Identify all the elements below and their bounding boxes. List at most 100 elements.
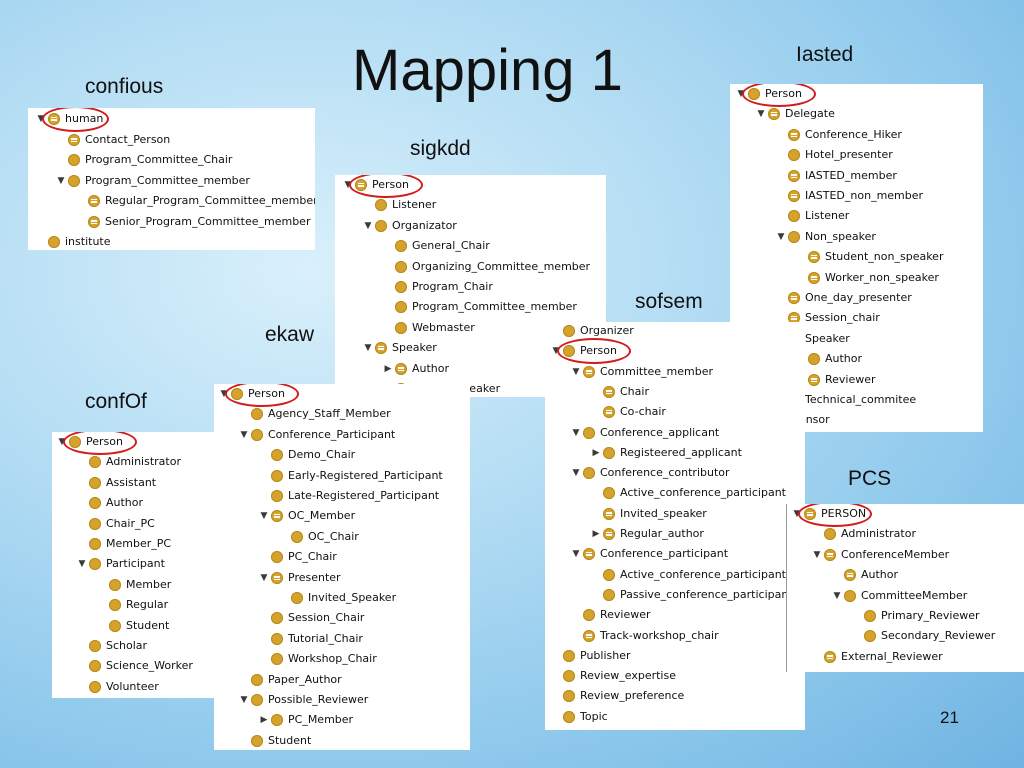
expanded-triangle-icon[interactable]: ▼ bbox=[364, 343, 372, 354]
tree-node[interactable]: Workshop_Chair bbox=[257, 650, 377, 668]
tree-node[interactable]: ▼Person bbox=[55, 433, 123, 451]
tree-node[interactable]: Chair bbox=[589, 383, 649, 401]
tree-node[interactable]: ▼Possible_Reviewer bbox=[237, 691, 368, 709]
tree-node[interactable]: ▼Conference_applicant bbox=[569, 424, 719, 442]
tree-node[interactable]: Hotel_presenter bbox=[774, 146, 893, 164]
expanded-triangle-icon[interactable]: ▼ bbox=[57, 175, 65, 186]
expanded-triangle-icon[interactable]: ▼ bbox=[240, 695, 248, 705]
tree-node[interactable]: Author bbox=[75, 494, 143, 512]
tree-node[interactable]: Administrator bbox=[810, 525, 916, 543]
tree-node[interactable]: Listener bbox=[361, 196, 436, 214]
expanded-triangle-icon[interactable]: ▼ bbox=[777, 231, 785, 242]
tree-node[interactable]: Worker_non_speaker bbox=[794, 269, 939, 287]
tree-node[interactable]: Tutorial_Chair bbox=[257, 630, 363, 648]
tree-node[interactable]: ▼CommitteeMember bbox=[830, 587, 967, 605]
collapsed-triangle-icon[interactable]: ▶ bbox=[592, 447, 600, 458]
tree-node[interactable]: General_Chair bbox=[381, 237, 490, 255]
tree-node[interactable]: Author bbox=[830, 566, 898, 584]
tree-node[interactable]: Scholar bbox=[75, 637, 147, 655]
tree-node[interactable]: ▼Presenter bbox=[257, 569, 341, 587]
tree-node[interactable]: Organizer bbox=[549, 322, 634, 340]
tree-node[interactable]: Passive_conference_participant bbox=[589, 586, 793, 604]
expanded-triangle-icon[interactable]: ▼ bbox=[833, 590, 841, 601]
tree-node[interactable]: Student_non_speaker bbox=[794, 248, 943, 266]
expanded-triangle-icon[interactable]: ▼ bbox=[240, 429, 248, 440]
expanded-triangle-icon[interactable]: ▼ bbox=[793, 509, 801, 519]
tree-node[interactable]: Review_preference bbox=[549, 687, 684, 705]
collapsed-triangle-icon[interactable]: ▶ bbox=[260, 715, 268, 726]
tree-node[interactable]: Regular bbox=[95, 596, 168, 614]
tree-node[interactable]: Reviewer bbox=[569, 606, 651, 624]
expanded-triangle-icon[interactable]: ▼ bbox=[757, 109, 765, 120]
tree-node[interactable]: Member bbox=[95, 576, 171, 594]
tree-node[interactable]: institute bbox=[34, 233, 111, 250]
tree-node[interactable]: ▼Conference_Participant bbox=[237, 426, 395, 444]
tree-node[interactable]: Review_expertise bbox=[549, 667, 676, 685]
tree-node[interactable]: External_Reviewer bbox=[810, 648, 943, 666]
tree-node[interactable]: ▶Regular_author bbox=[589, 525, 704, 543]
collapsed-triangle-icon[interactable]: ▶ bbox=[384, 363, 392, 374]
tree-node[interactable]: OC_Chair bbox=[277, 528, 359, 546]
tree-node[interactable]: Agency_Staff_Member bbox=[237, 405, 391, 423]
tree-node[interactable]: ▼human bbox=[34, 110, 103, 128]
tree-node[interactable]: One_day_presenter bbox=[774, 289, 912, 307]
expanded-triangle-icon[interactable]: ▼ bbox=[37, 114, 45, 124]
expanded-triangle-icon[interactable]: ▼ bbox=[572, 427, 580, 438]
tree-node[interactable]: Administrator bbox=[75, 453, 181, 471]
tree-node[interactable]: ▼ConferenceMember bbox=[810, 546, 949, 564]
tree-node[interactable]: Program_Committee_member bbox=[381, 298, 577, 316]
expanded-triangle-icon[interactable]: ▼ bbox=[572, 366, 580, 377]
expanded-triangle-icon[interactable]: ▼ bbox=[344, 180, 352, 190]
tree-node[interactable]: Organizing_Committee_member bbox=[381, 258, 590, 276]
tree-node[interactable]: Paper_Author bbox=[237, 671, 342, 689]
tree-node[interactable]: Session_chair bbox=[774, 309, 880, 327]
tree-node[interactable]: Conference_Hiker bbox=[774, 126, 902, 144]
expanded-triangle-icon[interactable]: ▼ bbox=[260, 511, 268, 522]
expanded-triangle-icon[interactable]: ▼ bbox=[813, 549, 821, 560]
tree-node[interactable]: Senior_Program_Committee_member bbox=[74, 213, 310, 231]
tree-node[interactable]: Active_conference_participant bbox=[589, 566, 786, 584]
tree-node[interactable]: Demo_Chair bbox=[257, 446, 355, 464]
tree-node[interactable]: ▼OC_Member bbox=[257, 507, 355, 525]
tree-node[interactable]: Science_Worker bbox=[75, 657, 193, 675]
tree-node[interactable]: Publisher bbox=[549, 647, 631, 665]
tree-node[interactable]: Early-Registered_Participant bbox=[257, 467, 443, 485]
expanded-triangle-icon[interactable]: ▼ bbox=[78, 559, 86, 570]
tree-node[interactable]: Active_conference_participant bbox=[589, 484, 786, 502]
expanded-triangle-icon[interactable]: ▼ bbox=[737, 89, 745, 99]
tree-node[interactable]: Student bbox=[237, 732, 311, 750]
tree-node[interactable]: ▼Non_speaker bbox=[774, 228, 876, 246]
tree-node[interactable]: ▼PERSON bbox=[790, 505, 866, 523]
tree-node[interactable]: Invited_speaker bbox=[589, 505, 707, 523]
tree-node[interactable]: Session_Chair bbox=[257, 609, 364, 627]
expanded-triangle-icon[interactable]: ▼ bbox=[572, 549, 580, 560]
tree-node[interactable]: ▼Committee_member bbox=[569, 363, 713, 381]
tree-node[interactable]: ▶Author bbox=[381, 360, 449, 378]
expanded-triangle-icon[interactable]: ▼ bbox=[58, 437, 66, 447]
tree-node[interactable]: Program_Committee_Chair bbox=[54, 151, 232, 169]
tree-node[interactable]: IASTED_non_member bbox=[774, 187, 923, 205]
tree-node[interactable]: Co-chair bbox=[589, 403, 666, 421]
tree-node[interactable]: Assistant bbox=[75, 474, 156, 492]
tree-node[interactable]: Volunteer bbox=[75, 678, 159, 696]
tree-node[interactable]: ▼Person bbox=[734, 85, 802, 103]
tree-node[interactable]: Listener bbox=[774, 207, 849, 225]
tree-node[interactable]: Reviewer bbox=[794, 371, 876, 389]
tree-node[interactable]: Webmaster bbox=[381, 319, 475, 337]
expanded-triangle-icon[interactable]: ▼ bbox=[220, 389, 228, 399]
tree-node[interactable]: ▼Person bbox=[549, 342, 617, 360]
tree-node[interactable]: Track-workshop_chair bbox=[569, 627, 719, 645]
tree-node[interactable]: Student bbox=[95, 617, 169, 635]
collapsed-triangle-icon[interactable]: ▶ bbox=[592, 529, 600, 539]
tree-node[interactable]: PC_Chair bbox=[257, 548, 337, 566]
tree-node[interactable]: Contact_Person bbox=[54, 131, 170, 149]
tree-node[interactable]: ▶PC_Member bbox=[257, 711, 353, 729]
tree-node[interactable]: Late-Registered_Participant bbox=[257, 487, 439, 505]
tree-node[interactable]: Member_PC bbox=[75, 535, 171, 553]
tree-node[interactable]: Regular_Program_Committee_member bbox=[74, 192, 315, 210]
